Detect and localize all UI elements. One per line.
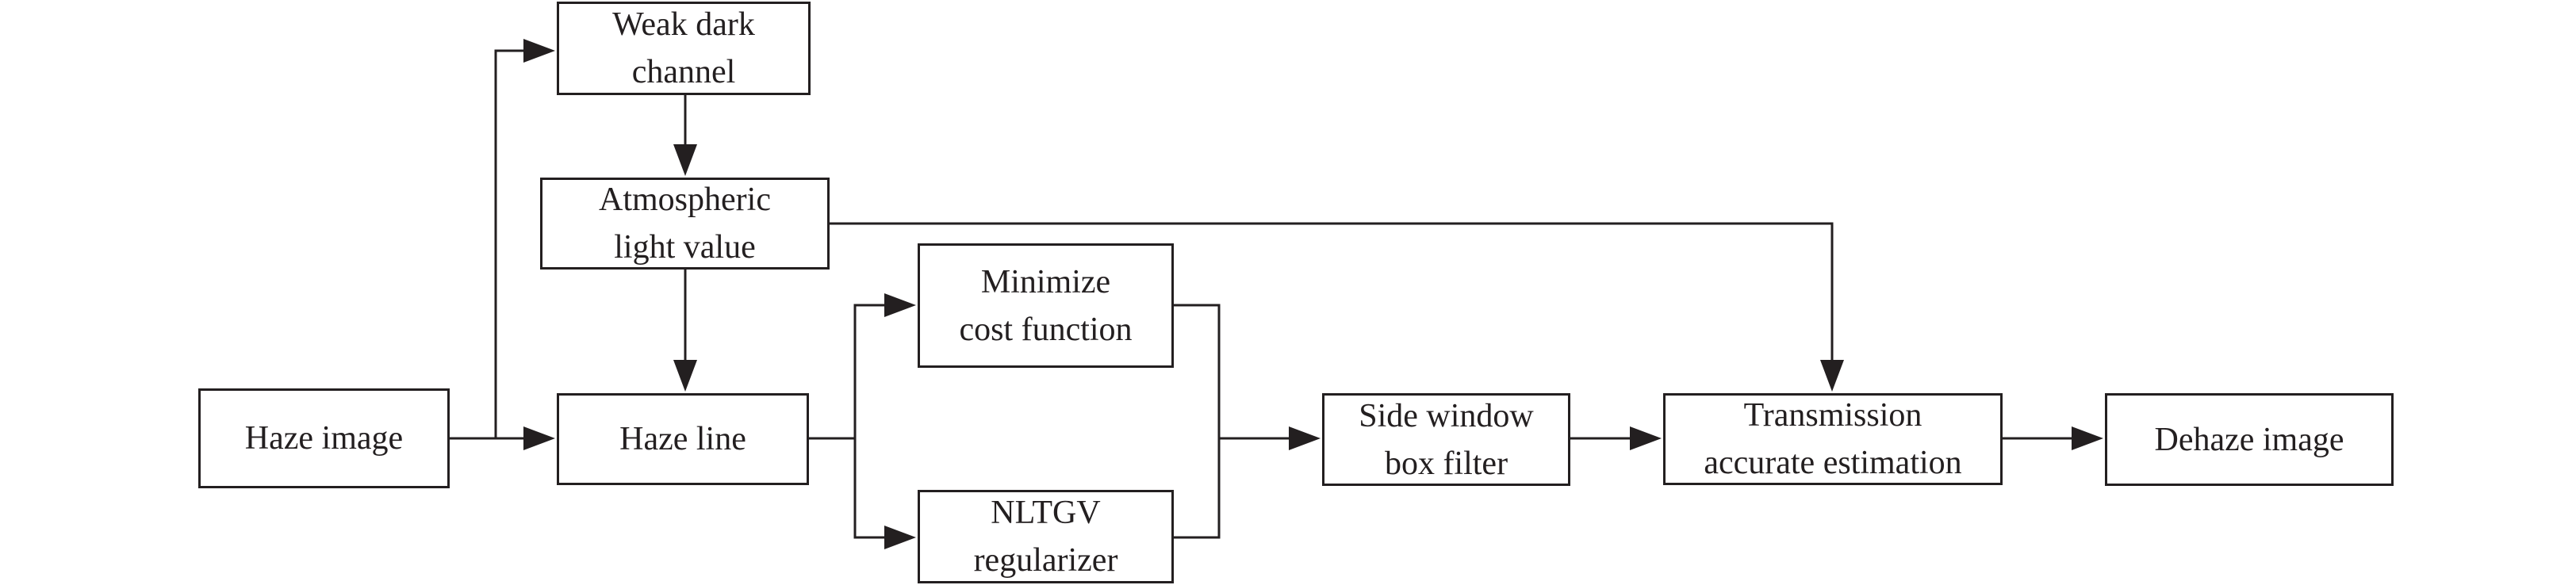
edge-haze-line-to-nltgv — [853, 438, 884, 539]
arrowhead-minimize — [884, 293, 916, 317]
edge-minimize-to-side-window — [1174, 304, 1221, 438]
node-haze-image-label: Haze image — [244, 420, 404, 457]
node-haze-line: Haze line — [557, 393, 809, 485]
edge-atmospheric-to-transmission — [830, 222, 1834, 360]
edge-nltgv-to-side-window — [1174, 438, 1221, 539]
node-transmission-accurate-estimation: Transmission accurate estimation — [1663, 393, 2003, 485]
node-dehaze-image: Dehaze image — [2105, 393, 2394, 486]
node-transmission-line-2: accurate estimation — [1704, 445, 1962, 481]
node-weak-dark-channel: Weak dark channel — [557, 2, 811, 95]
node-haze-line-label: Haze line — [619, 421, 746, 457]
arrowhead-weak-dark-channel — [523, 39, 555, 63]
node-minimize-line-1: Minimize — [980, 263, 1111, 300]
node-minimize-cost-function: Minimize cost function — [918, 243, 1174, 368]
node-haze-image: Haze image — [198, 388, 450, 488]
node-minimize-line-2: cost function — [959, 311, 1133, 348]
arrowhead-atmospheric — [673, 144, 697, 176]
node-weak-dark-channel-line-1: Weak dark — [612, 6, 755, 43]
arrowhead-nltgv — [884, 526, 916, 549]
arrowhead-haze-line-top — [673, 360, 697, 392]
node-side-window-box-filter: Side window box filter — [1322, 393, 1570, 486]
node-nltgv-regularizer: NLTGV regularizer — [918, 490, 1174, 583]
arrowhead-dehaze — [2072, 426, 2103, 450]
node-atmospheric-line-1: Atmospheric — [599, 182, 771, 218]
node-atmospheric-line-2: light value — [614, 229, 756, 266]
edge-haze-image-to-weak-dark-channel — [450, 49, 523, 440]
arrowhead-haze-line-left — [523, 426, 555, 450]
arrowhead-transmission-top — [1820, 360, 1844, 392]
node-atmospheric-light-value: Atmospheric light value — [540, 178, 830, 270]
node-side-window-line-2: box filter — [1384, 445, 1508, 482]
arrowhead-transmission-left — [1630, 426, 1662, 450]
arrowhead-side-window — [1289, 426, 1321, 450]
node-side-window-line-1: Side window — [1359, 397, 1534, 434]
node-nltgv-line-1: NLTGV — [991, 495, 1101, 531]
node-dehaze-image-label: Dehaze image — [2154, 421, 2344, 458]
node-weak-dark-channel-line-2: channel — [631, 54, 736, 90]
node-transmission-line-1: Transmission — [1743, 397, 1922, 434]
node-nltgv-line-2: regularizer — [973, 542, 1118, 579]
edge-haze-line-to-minimize — [809, 304, 884, 440]
